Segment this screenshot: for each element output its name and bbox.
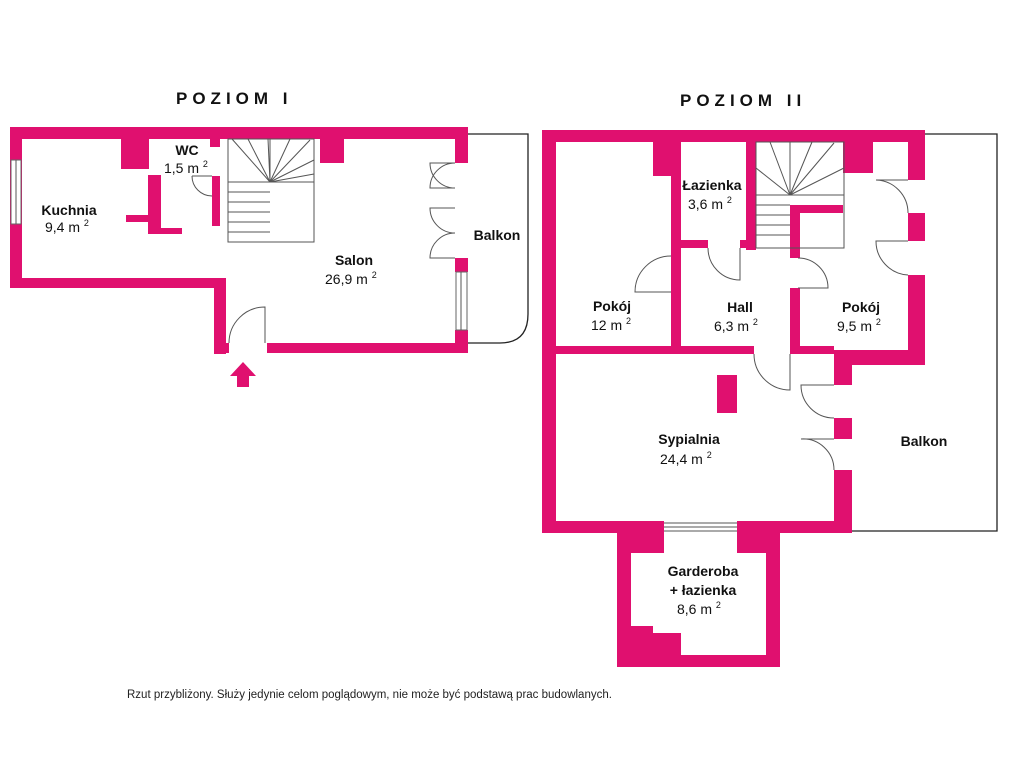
wall: [455, 258, 468, 272]
room-name-hall: Hall: [727, 299, 753, 315]
level-2-plan: [542, 130, 998, 667]
wall: [556, 346, 679, 354]
wall: [148, 175, 161, 233]
wall: [737, 533, 766, 553]
wall: [908, 275, 925, 365]
room-name-balkon-2: Balkon: [901, 433, 948, 449]
room-name-pokoj-right: Pokój: [842, 299, 880, 315]
wall: [10, 127, 468, 139]
wall: [717, 375, 737, 413]
room-name-balkon-1: Balkon: [474, 227, 521, 243]
wall: [908, 213, 925, 241]
wall: [631, 626, 653, 636]
room-name-kuchnia: Kuchnia: [41, 202, 96, 218]
wall: [148, 228, 182, 234]
level-1-title: POZIOM I: [176, 89, 293, 108]
wall: [214, 343, 229, 353]
room-name-pokoj-left: Pokój: [593, 298, 631, 314]
room-area-pokoj-right: 9,5 m 2: [837, 317, 881, 334]
room-area-lazienka: 3,6 m 2: [688, 195, 732, 212]
wall: [740, 240, 750, 248]
wall: [542, 521, 664, 533]
room-area-pokoj-left: 12 m 2: [591, 316, 631, 333]
room-area-hall: 6,3 m 2: [714, 317, 758, 334]
wall: [737, 521, 852, 533]
wall: [843, 140, 873, 173]
wall: [766, 521, 780, 667]
entrance-arrow-icon: [230, 362, 256, 387]
room-name-garderoba: Garderoba: [668, 563, 739, 579]
wall: [455, 127, 468, 163]
wall: [834, 350, 925, 365]
room-name-salon: Salon: [335, 252, 373, 268]
wall: [617, 655, 780, 667]
wall: [126, 215, 156, 222]
wall: [834, 418, 852, 439]
wall: [542, 130, 556, 533]
wall: [631, 533, 664, 553]
wall: [653, 140, 681, 176]
wall: [121, 127, 149, 169]
room-area-wc: 1,5 m 2: [164, 159, 208, 176]
stairs-level-2: [755, 141, 845, 249]
room-name-garderoba-lazienka: + łazienka: [670, 582, 737, 598]
wall: [834, 470, 852, 533]
stairs-level-1: [227, 138, 315, 243]
room-area-garderoba: 8,6 m 2: [677, 600, 721, 617]
wall: [746, 140, 756, 250]
room-area-salon: 26,9 m 2: [325, 270, 377, 287]
wall: [212, 176, 220, 226]
room-name-wc: WC: [175, 142, 198, 158]
wall: [214, 278, 226, 354]
balcony-2-outline: [852, 133, 998, 532]
wall: [320, 127, 344, 163]
wall: [631, 633, 681, 655]
balcony-1-outline: [468, 133, 529, 344]
disclaimer-text: Rzut przybliżony. Służy jedynie celom po…: [127, 689, 612, 701]
wall: [671, 140, 681, 353]
level-2-title: POZIOM II: [680, 91, 806, 110]
wall: [908, 130, 925, 180]
wall: [790, 346, 834, 354]
wall: [617, 521, 631, 667]
level-1-plan: [10, 127, 529, 387]
wall: [542, 130, 925, 142]
wall: [790, 288, 800, 353]
room-name-sypialnia: Sypialnia: [658, 431, 720, 447]
room-area-kuchnia: 9,4 m 2: [45, 218, 89, 235]
wall: [210, 127, 220, 147]
wall: [790, 205, 843, 213]
wall: [10, 278, 226, 288]
wall: [267, 343, 468, 353]
wall: [678, 346, 754, 354]
wall: [681, 240, 708, 248]
room-name-lazienka: Łazienka: [682, 177, 741, 193]
wall: [455, 330, 468, 353]
wall: [790, 205, 800, 258]
room-area-sypialnia: 24,4 m 2: [660, 450, 712, 467]
